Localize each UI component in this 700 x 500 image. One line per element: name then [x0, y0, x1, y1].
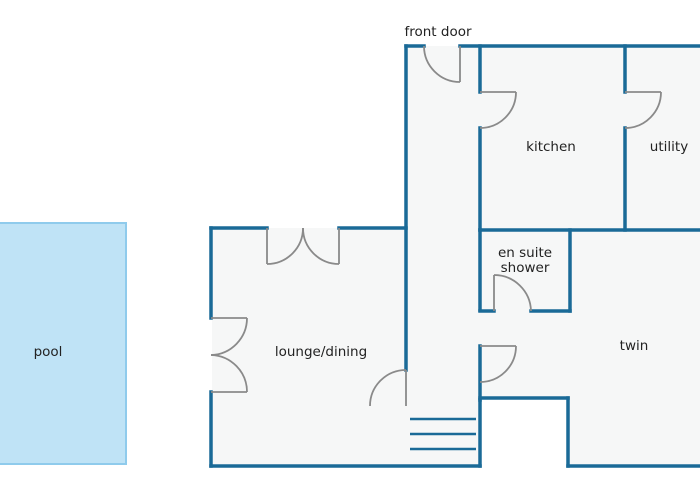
room-label-utility: utility: [650, 139, 688, 155]
room-label-front-door: front door: [404, 24, 471, 40]
kitchen-door-swing: [479, 91, 517, 129]
utility-door-swing: [624, 91, 662, 129]
room-label-lounge-dining: lounge/dining: [275, 344, 367, 360]
walls: [209, 44, 700, 468]
lounge-double-door-left: [210, 317, 248, 393]
lounge-double-door-top: [266, 227, 340, 265]
pool-area: [0, 222, 127, 465]
lounge-door-swing: [369, 369, 407, 407]
front-door-swing: [423, 45, 461, 83]
en-suite-door-swing: [493, 274, 532, 312]
doors: [210, 45, 662, 407]
room-label-shower: shower: [501, 260, 550, 276]
room-label-en-suite: en suite: [498, 245, 552, 261]
twin-door-swing: [479, 345, 517, 383]
stairs: [410, 417, 476, 451]
room-label-kitchen: kitchen: [526, 139, 576, 155]
room-label-twin: twin: [620, 338, 649, 354]
room-label-pool: pool: [34, 344, 63, 360]
floor-fill: [212, 46, 700, 464]
